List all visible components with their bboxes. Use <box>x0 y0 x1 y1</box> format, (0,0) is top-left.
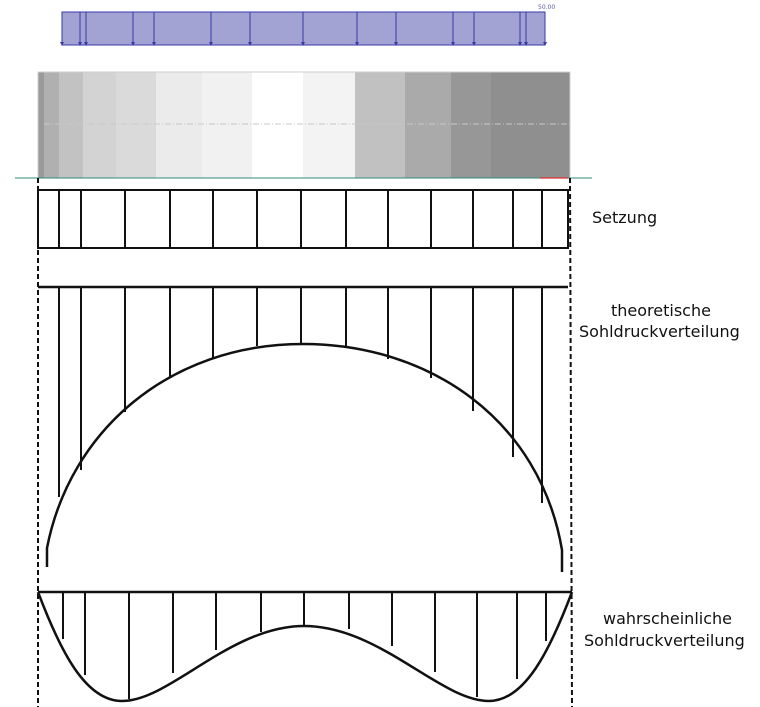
load-arrow-head <box>60 42 64 46</box>
soil-band <box>202 72 252 178</box>
load-arrow-head <box>355 42 359 46</box>
load-arrow-head <box>248 42 252 46</box>
probable-label-line1: wahrscheinliche <box>603 609 732 628</box>
soil-band <box>44 72 59 178</box>
load-arrow-head <box>518 42 522 46</box>
distributed-load <box>60 11 547 46</box>
load-arrow-head <box>394 42 398 46</box>
theoretical-curve <box>45 342 564 572</box>
soil-band <box>38 72 44 178</box>
probable-curve <box>36 591 574 703</box>
soil-band <box>491 72 570 178</box>
load-arrow-head <box>301 42 305 46</box>
soil-band <box>156 72 202 178</box>
settlement-diagram <box>37 189 569 249</box>
load-value-label: 50.00 <box>538 4 555 11</box>
load-arrow-head <box>472 42 476 46</box>
load-arrow-head <box>451 42 455 46</box>
load-arrow-head <box>152 42 156 46</box>
soil-band <box>116 72 156 178</box>
theoretical-label-line2: Sohldruckverteilung <box>579 322 740 341</box>
load-arrow-head <box>84 42 88 46</box>
load-arrow-head <box>131 42 135 46</box>
theoretical-label-line1: theoretische <box>611 301 711 320</box>
soil-block <box>37 71 571 179</box>
settlement-frame <box>37 189 569 249</box>
soil-band <box>405 72 451 178</box>
probable-label-line2: Sohldruckverteilung <box>584 631 745 650</box>
load-arrow-head <box>543 42 547 46</box>
soil-band <box>355 72 405 178</box>
soil-band <box>252 72 303 178</box>
soil-band <box>83 72 116 178</box>
soil-band <box>303 72 355 178</box>
soil-band <box>59 72 83 178</box>
load-arrow-head <box>78 42 82 46</box>
load-arrow-head <box>524 42 528 46</box>
probable-pressure-diagram <box>36 590 574 703</box>
theoretical-pressure-diagram <box>38 285 568 572</box>
soil-band <box>451 72 491 178</box>
right-boundary-dashed <box>569 177 573 707</box>
load-arrow-head <box>209 42 213 46</box>
settlement-label: Setzung <box>592 208 658 227</box>
